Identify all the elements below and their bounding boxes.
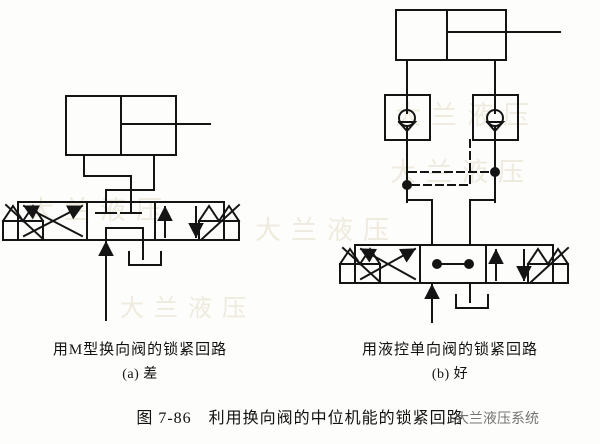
pilot-check-valve-left	[384, 94, 431, 141]
panel-a-caption-block: 用M型换向阀的锁紧回路 (a) 差	[0, 338, 280, 383]
cylinder-right-piping	[406, 59, 496, 96]
panel-a-label: (a) 差	[122, 367, 158, 382]
tank-symbol-left	[128, 239, 162, 266]
valve-centre-position-m-type	[95, 201, 144, 241]
figure-caption: 图 7-86 利用换向阀的中位机能的锁紧回路	[136, 410, 464, 427]
pilot-check-valve-right	[472, 94, 519, 141]
panel-a-circuit	[1, 95, 241, 321]
valve-centre-position-o-type	[432, 259, 474, 269]
panel-b-caption-text: 用液控单向阀的锁紧回路	[361, 342, 538, 358]
valve-left-spring-actuator	[1, 203, 45, 241]
cylinder-right	[395, 9, 561, 61]
background-watermark-text: 大兰液压	[255, 216, 400, 246]
watermark-text: 大兰液压系统	[455, 411, 539, 427]
cylinder-left	[65, 95, 211, 156]
pilot-junction-dot-left	[402, 180, 412, 190]
valve-right-panel-left-spring-actuator	[338, 246, 382, 284]
directional-valve-right	[354, 244, 554, 284]
valve-right-position-parallel	[157, 205, 204, 239]
background-watermark-text: 大兰液压	[120, 294, 256, 322]
panel-b-caption-block: 用液控单向阀的锁紧回路 (b) 好	[310, 338, 590, 383]
valve-right-spring-actuator	[197, 203, 241, 241]
pilot-control-lines	[406, 139, 496, 186]
valve-right-panel-position-parallel	[488, 248, 532, 282]
cylinder-left-piping	[83, 154, 155, 203]
background-watermark-text: 大兰液压	[395, 101, 540, 131]
directional-valve-left	[17, 201, 225, 241]
panel-b-circuit	[338, 9, 570, 323]
valve-port-piping-right	[406, 184, 496, 246]
tank-symbol-right	[455, 282, 489, 309]
panel-a-caption-text: 用M型换向阀的锁紧回路	[52, 342, 228, 358]
panel-b-label: (b) 好	[431, 367, 469, 382]
pilot-junction-dot-right	[490, 167, 500, 177]
valve-right-panel-right-spring-actuator	[526, 246, 570, 284]
